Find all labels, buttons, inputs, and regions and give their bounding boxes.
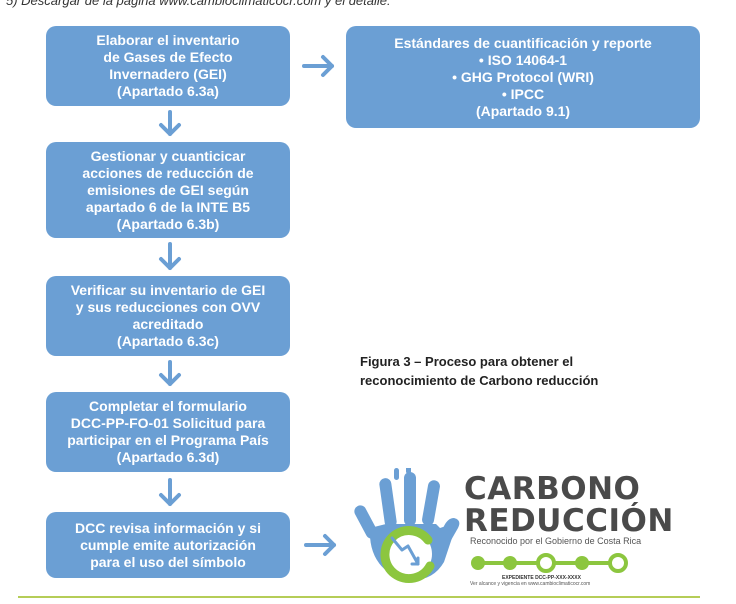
header-fragment: 5) Descargar de la página www.cambioclim…	[6, 0, 391, 8]
step-line: Elaborar el inventario	[96, 32, 240, 48]
step-line: (Apartado 6.3a)	[117, 83, 219, 99]
step-line: Invernadero (GEI)	[109, 66, 227, 82]
step-line: Completar el formulario	[89, 398, 247, 414]
step-line: participar en el Programa País	[67, 432, 269, 448]
standards-line: • IPCC	[501, 85, 545, 102]
standards-line: Estándares de cuantificación y reporte	[394, 34, 652, 51]
step-box-reduction: Gestionar y cuanticicar acciones de redu…	[46, 142, 290, 238]
step-line: Gestionar y cuanticicar	[90, 147, 246, 164]
step-line: Verificar su inventario de GEI	[70, 282, 266, 298]
logo-expediente: EXPEDIENTE DCC-PP-XXX-XXXX	[502, 575, 581, 581]
logo-footer: Ver alcance y vigencia en www.cambioclim…	[470, 581, 591, 587]
arrow-right-icon	[302, 55, 334, 77]
step-line: apartado 6 de la INTE B5	[85, 198, 251, 215]
figure-caption: Figura 3 – Proceso para obtener el recon…	[360, 352, 598, 390]
standards-line: (Apartado 9.1)	[475, 102, 571, 119]
step-line: DCC revisa información y si	[75, 519, 261, 536]
carbono-reduccion-logo: CARBONO REDUCCIÓN Reconocido por el Gobi…	[352, 468, 673, 593]
step-box-verification: Verificar su inventario de GEI y sus red…	[46, 276, 290, 356]
logo-title-line1: CARBONO	[464, 471, 641, 507]
step-box-authorization: DCC revisa información y si cumple emite…	[46, 512, 290, 578]
step-line: (Apartado 6.3d)	[116, 449, 220, 465]
step-line: para el uso del símbolo	[90, 553, 246, 570]
arrow-down-icon	[159, 110, 181, 136]
standards-line: • GHG Protocol (WRI)	[452, 68, 594, 85]
step-line: (Apartado 6.3c)	[117, 333, 219, 349]
arrow-down-icon	[159, 360, 181, 386]
logo-subtitle: Reconocido por el Gobierno de Costa Rica	[470, 536, 642, 546]
arrow-down-icon	[159, 242, 181, 270]
step-line: cumple emite autorización	[80, 536, 256, 553]
step-line: acreditado	[132, 316, 204, 332]
step-box-form: Completar el formulario DCC-PP-FO-01 Sol…	[46, 392, 290, 472]
hand-logo-icon	[354, 468, 460, 583]
arrow-right-icon	[304, 534, 336, 556]
step-box-inventory: Elaborar el inventario de Gases de Efect…	[46, 26, 290, 106]
logo-title-line2: REDUCCIÓN	[464, 503, 674, 539]
caption-line: reconocimiento de Carbono reducción	[360, 373, 599, 388]
standards-box: Estándares de cuantificación y reporte •…	[346, 26, 700, 128]
chain-dots-icon	[471, 553, 628, 573]
step-line: emisiones de GEI según	[87, 181, 249, 198]
bottom-rule	[18, 596, 700, 598]
caption-line: Figura 3 – Proceso para obtener el	[360, 354, 574, 369]
arrow-down-icon	[159, 478, 181, 506]
step-line: de Gases de Efecto	[103, 49, 233, 65]
step-line: DCC-PP-FO-01 Solicitud para	[70, 415, 266, 431]
standards-line: • ISO 14064-1	[478, 51, 568, 68]
step-line: (Apartado 6.3b)	[116, 215, 220, 232]
step-line: y sus reducciones con OVV	[75, 299, 261, 315]
step-line: acciones de reducción de	[82, 164, 254, 181]
